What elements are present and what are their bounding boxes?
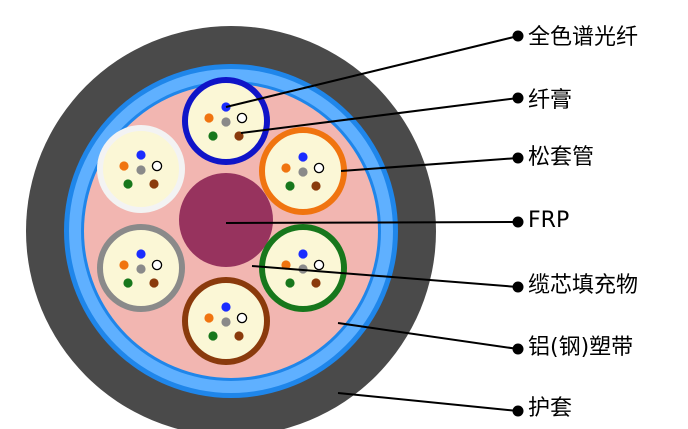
optical-fiber [123, 179, 133, 189]
label-frp: FRP [528, 208, 569, 233]
label-loose-tube: 松套管 [528, 145, 594, 170]
brown-tube [182, 277, 270, 365]
optical-fiber [123, 278, 133, 288]
optical-fiber [298, 249, 308, 259]
frp-central-member [179, 173, 273, 267]
optical-fiber [298, 152, 308, 162]
optical-fiber [208, 131, 218, 141]
optical-fiber [151, 160, 163, 172]
optical-fiber [311, 181, 321, 191]
optical-fiber [119, 161, 129, 171]
optical-fiber [221, 302, 231, 312]
optical-fiber [236, 112, 248, 124]
leader-loose-tube-dot [512, 152, 524, 164]
green-tube [259, 224, 347, 312]
optical-fiber [149, 278, 159, 288]
loose-tubes-group [97, 77, 347, 365]
optical-fiber [298, 167, 308, 177]
optical-fiber [119, 260, 129, 270]
leader-sheath-dot [512, 405, 524, 417]
leader-full-color-fiber-dot [512, 30, 524, 42]
label-armor-tape: 铝(钢)塑带 [528, 335, 633, 360]
leader-lines-group [225, 30, 524, 417]
leader-fiber-gel-dot [512, 92, 524, 104]
optical-fiber [313, 162, 325, 174]
white-tube [97, 125, 185, 213]
label-sheath: 护套 [528, 396, 572, 421]
leader-frp-dot [512, 216, 524, 228]
optical-fiber [136, 264, 146, 274]
leader-armor-tape [337, 322, 519, 350]
orange-tube [259, 127, 347, 215]
optical-fiber [204, 313, 214, 323]
leader-fiber-gel [240, 97, 519, 134]
leader-frp [225, 221, 519, 224]
optical-fiber [234, 331, 244, 341]
leader-full-color-fiber [225, 35, 519, 108]
optical-fiber [208, 331, 218, 341]
label-fiber-gel: 纤膏 [528, 88, 572, 113]
optical-fiber [136, 165, 146, 175]
optical-fiber [236, 312, 248, 324]
optical-fiber [298, 264, 308, 274]
optical-fiber [221, 317, 231, 327]
grey-tube [97, 224, 185, 312]
optical-fiber [136, 150, 146, 160]
leader-core-filler [251, 265, 519, 288]
optical-fiber [136, 249, 146, 259]
optical-fiber [281, 260, 291, 270]
label-core-filler: 缆芯填充物 [528, 273, 638, 298]
optical-fiber [221, 117, 231, 127]
optical-fiber [151, 259, 163, 271]
leader-loose-tube [340, 157, 519, 172]
leader-sheath [337, 392, 519, 412]
optical-fiber [204, 113, 214, 123]
leader-core-filler-dot [512, 281, 524, 293]
optical-fiber [285, 181, 295, 191]
optical-fiber [149, 179, 159, 189]
optical-fiber [313, 259, 325, 271]
optical-fiber [281, 163, 291, 173]
label-full-color-fiber: 全色谱光纤 [528, 25, 638, 50]
optical-fiber [285, 278, 295, 288]
blue-tube [182, 77, 270, 165]
leader-armor-tape-dot [512, 343, 524, 355]
optical-fiber [311, 278, 321, 288]
